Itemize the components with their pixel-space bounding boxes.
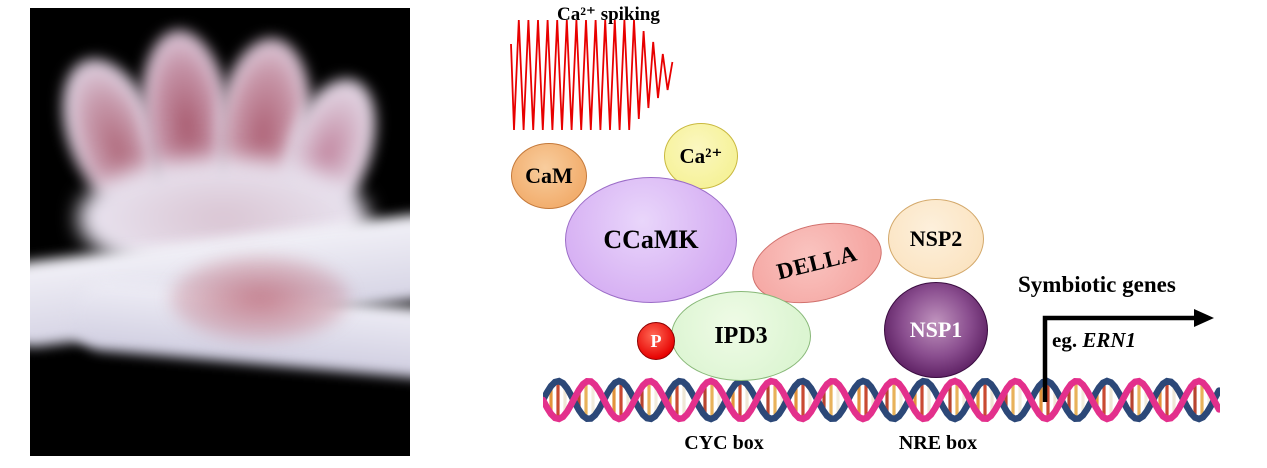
node-nsp1: NSP1 xyxy=(884,282,988,378)
transcription-arrow xyxy=(1042,309,1214,402)
gene-example: eg. ERN1 xyxy=(1052,328,1136,353)
node-phosphate: P xyxy=(637,322,675,360)
gene-example-name: ERN1 xyxy=(1082,328,1137,352)
node-cam: CaM xyxy=(511,143,587,209)
node-calcium: Ca²⁺ xyxy=(664,123,738,189)
dna-helix xyxy=(543,377,1220,423)
symbiotic-genes-title: Symbiotic genes xyxy=(1018,272,1176,297)
transcription-arrow-line xyxy=(1042,315,1196,402)
node-nsp2: NSP2 xyxy=(888,199,984,279)
gene-example-prefix: eg. xyxy=(1052,328,1083,352)
transcription-arrow-head xyxy=(1194,309,1214,327)
nodule-pink-zone xyxy=(170,256,350,341)
nodule-photo xyxy=(30,8,410,456)
label-nre-box: NRE box xyxy=(898,432,978,454)
label-cyc-box: CYC box xyxy=(684,432,764,454)
node-ccamk: CCaMK xyxy=(565,177,737,303)
calcium-spiking-label: Ca²⁺ spiking xyxy=(557,4,660,25)
node-ipd3: IPD3 xyxy=(671,291,811,381)
calcium-spiking-waveform xyxy=(510,19,674,131)
